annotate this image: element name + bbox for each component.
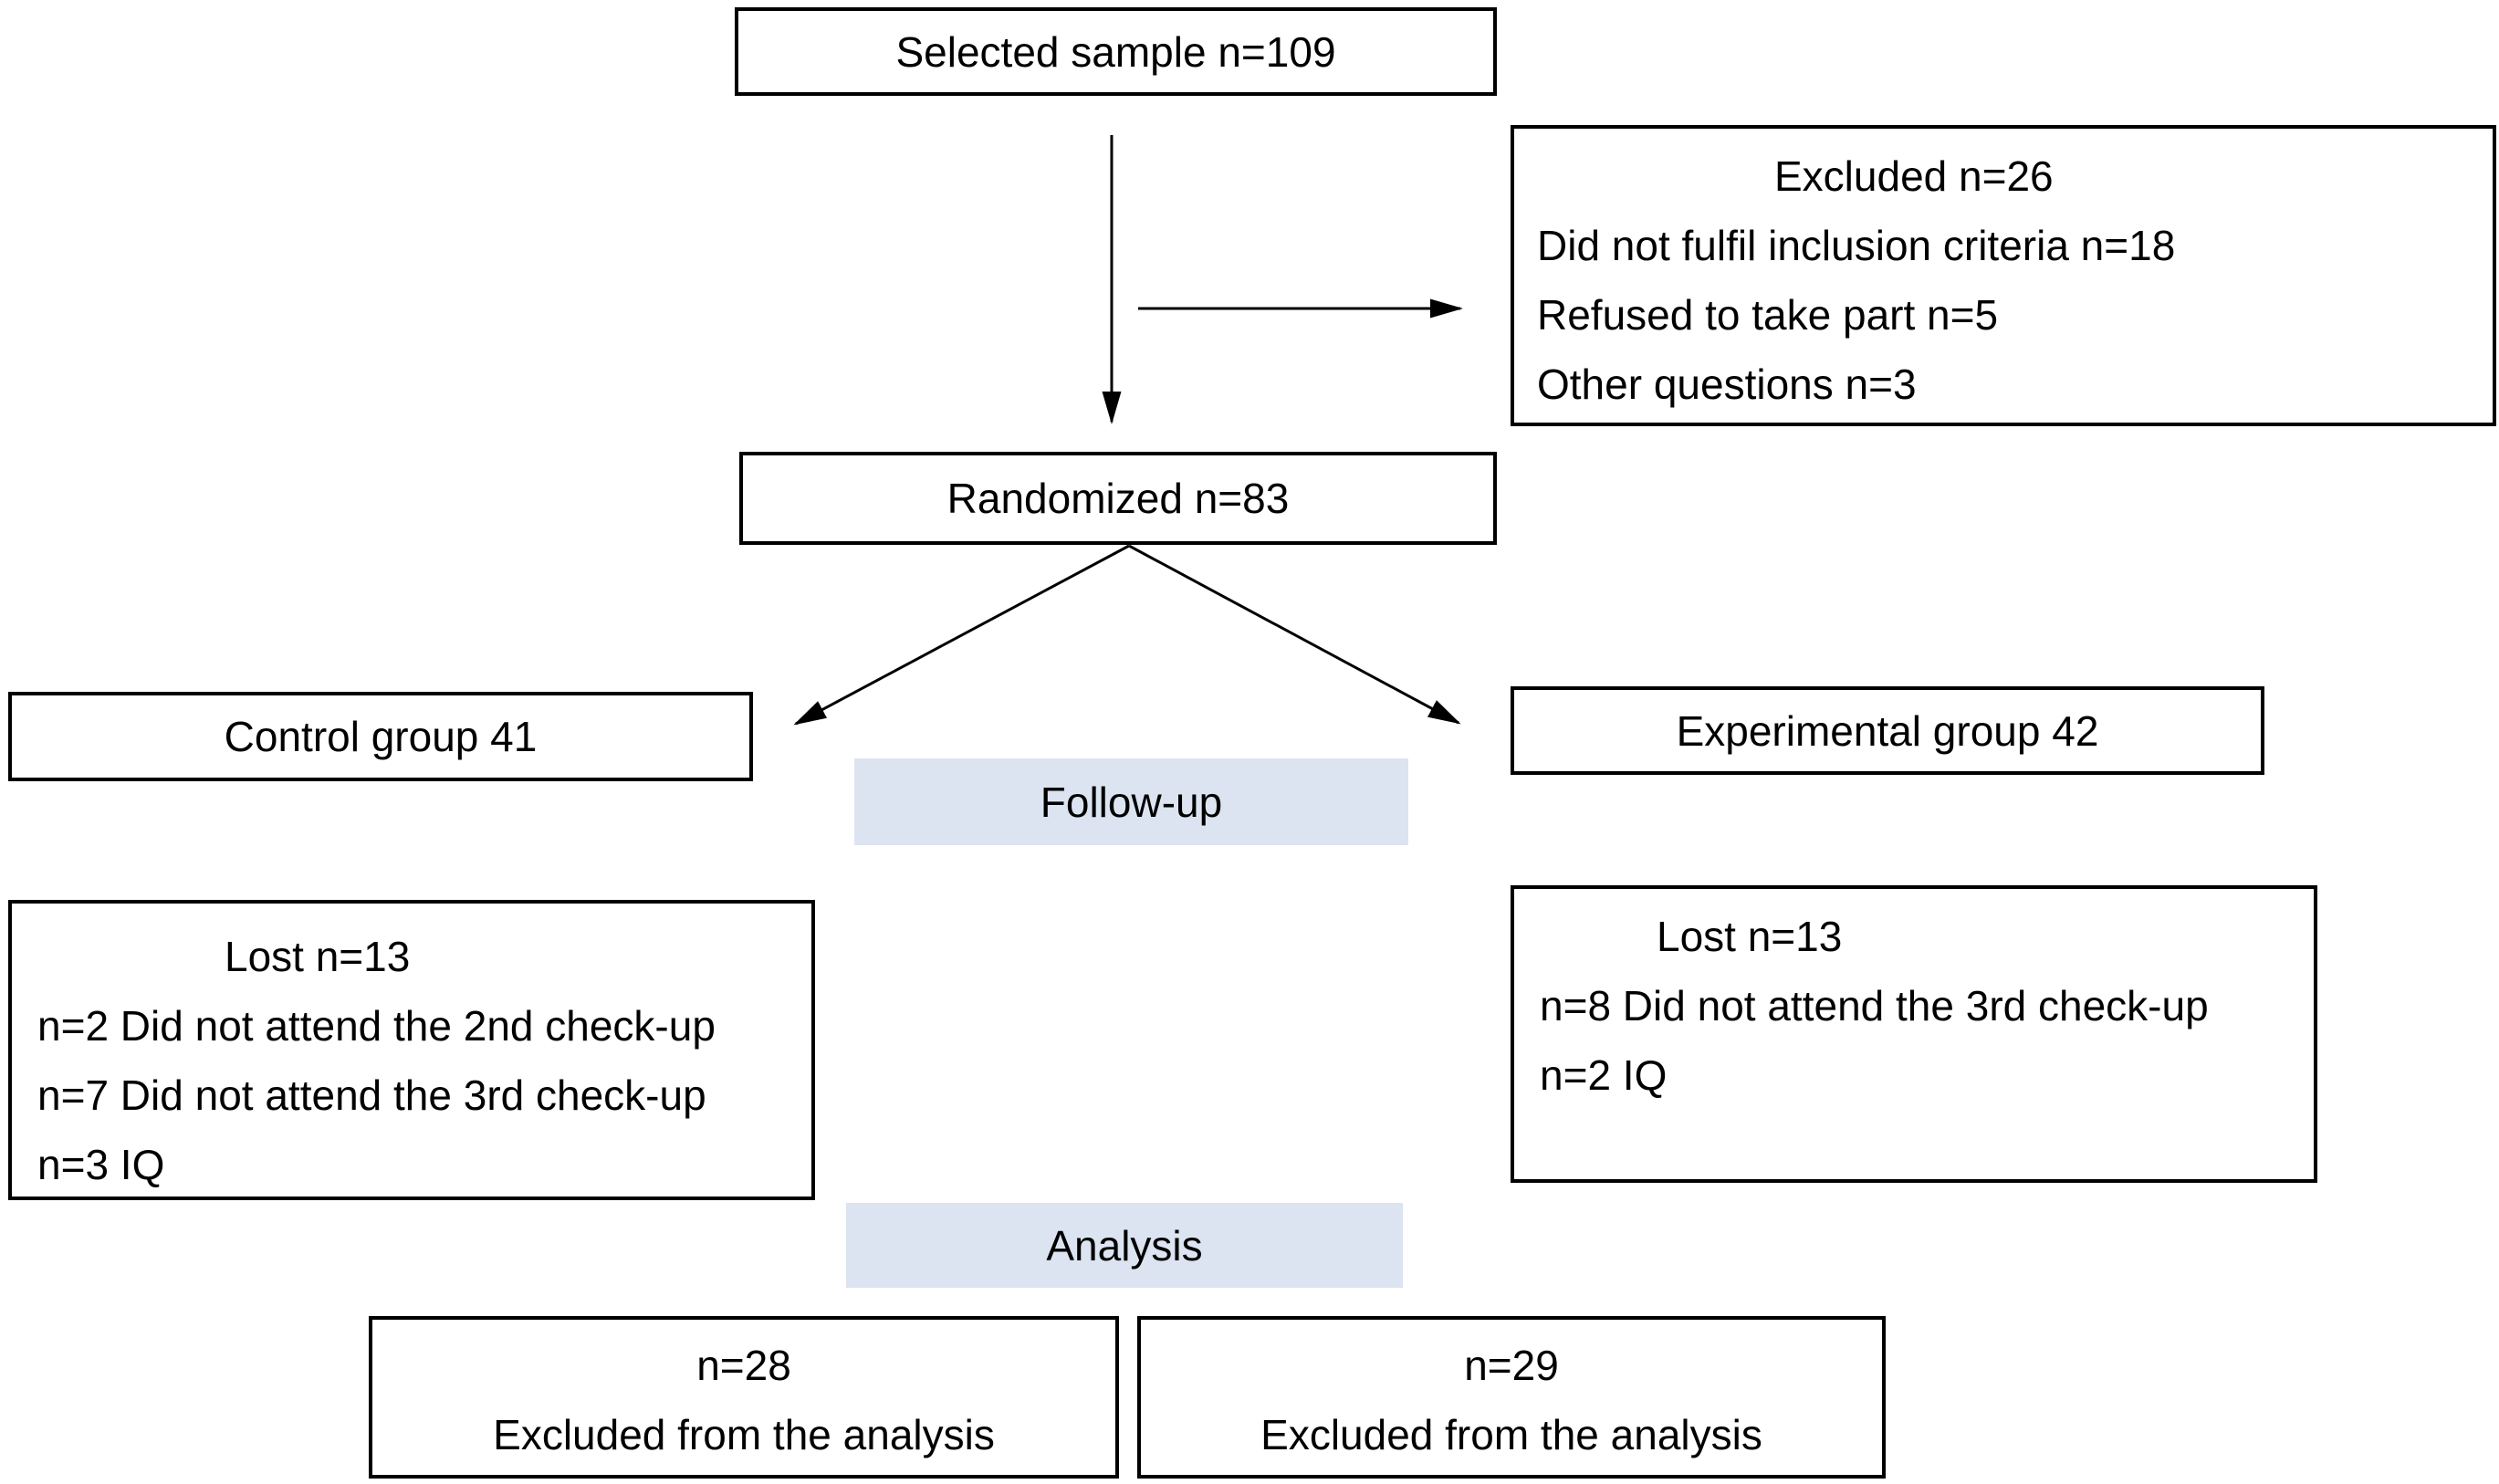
followup-band: Follow-up xyxy=(854,758,1408,845)
randomized-label: Randomized n=83 xyxy=(946,475,1290,522)
arrow-randomized-to-experimental xyxy=(1128,544,1461,725)
experimental-analysis-box: n=29 Excluded from the analysis xyxy=(1137,1316,1886,1479)
control-analysis-count: n=28 xyxy=(696,1342,791,1389)
control-analysis-box: n=28 Excluded from the analysis xyxy=(369,1316,1119,1479)
experimental-lost-item: n=8 Did not attend the 3rd check-up xyxy=(1540,982,2209,1029)
excluded-item: Other questions n=3 xyxy=(1537,361,1917,408)
experimental-lost-item: n=2 IQ xyxy=(1540,1051,1668,1099)
excluded-item: Did not fulfil inclusion criteria n=18 xyxy=(1537,222,2176,269)
experimental-lost-box: Lost n=13 n=8 Did not attend the 3rd che… xyxy=(1511,885,2317,1183)
arrow-randomized-to-control xyxy=(793,544,1130,726)
analysis-band: Analysis xyxy=(846,1203,1403,1288)
control-lost-item: n=3 IQ xyxy=(37,1141,165,1188)
experimental-analysis-count: n=29 xyxy=(1464,1342,1559,1389)
selected-sample-box: Selected sample n=109 xyxy=(735,7,1497,96)
control-lost-item: n=2 Did not attend the 2nd check-up xyxy=(37,1002,716,1050)
followup-band-label: Follow-up xyxy=(1040,778,1223,826)
control-lost-item: n=7 Did not attend the 3rd check-up xyxy=(37,1071,706,1119)
control-analysis-label: Excluded from the analysis xyxy=(493,1411,995,1458)
analysis-band-label: Analysis xyxy=(1046,1221,1203,1270)
experimental-analysis-label: Excluded from the analysis xyxy=(1260,1411,1762,1458)
control-lost-title: Lost n=13 xyxy=(225,933,411,980)
experimental-lost-title: Lost n=13 xyxy=(1657,913,1843,960)
experimental-group-box: Experimental group 42 xyxy=(1511,686,2264,775)
excluded-item: Refused to take part n=5 xyxy=(1537,291,1999,339)
selected-sample-label: Selected sample n=109 xyxy=(895,27,1336,76)
excluded-box: Excluded n=26 Did not fulfil inclusion c… xyxy=(1511,125,2496,426)
excluded-title: Excluded n=26 xyxy=(1774,152,2054,200)
experimental-group-label: Experimental group 42 xyxy=(1676,706,2099,755)
randomized-box: Randomized n=83 xyxy=(739,452,1497,545)
control-group-box: Control group 41 xyxy=(8,692,753,781)
control-lost-box: Lost n=13 n=2 Did not attend the 2nd che… xyxy=(8,900,815,1200)
control-group-label: Control group 41 xyxy=(224,713,538,760)
